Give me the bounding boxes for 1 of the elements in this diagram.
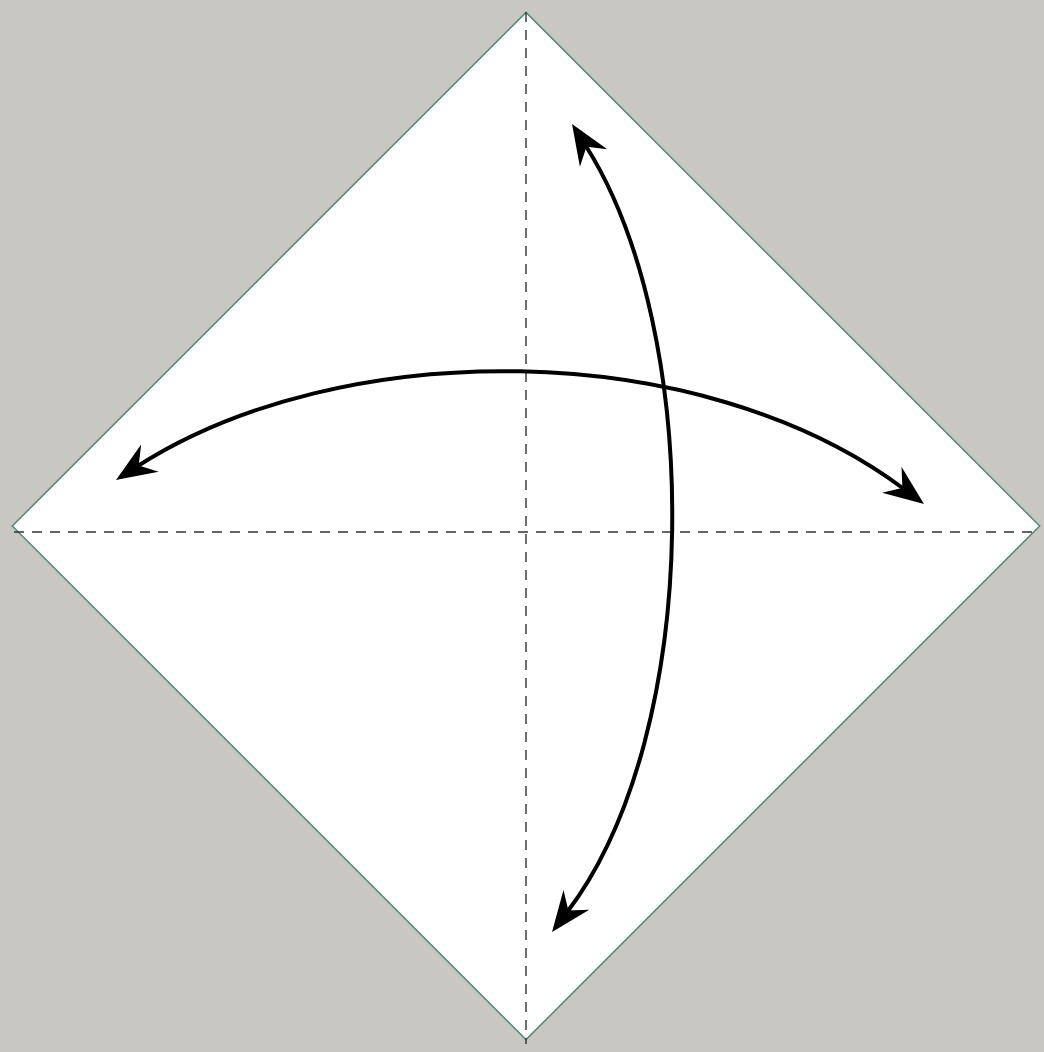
paper-square <box>11 11 1041 1041</box>
